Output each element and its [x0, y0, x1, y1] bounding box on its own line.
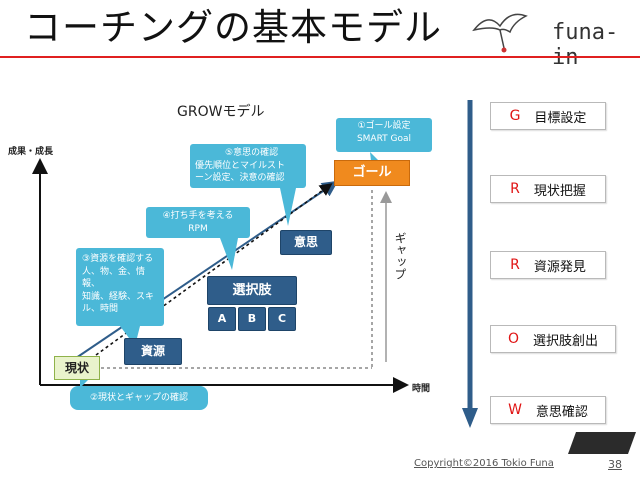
x-axis-label: 時間 [412, 384, 431, 394]
option-b-box: B [238, 307, 266, 331]
step-letter: W [508, 402, 522, 418]
step-resource: R 資源発見 [490, 251, 606, 279]
callout-current-gap: ②現状とギャップの確認 [70, 386, 208, 410]
will-box: 意思 [280, 230, 332, 255]
callout-goal-setting: ①ゴール設定 SMART Goal [336, 118, 432, 152]
step-letter: R [510, 257, 520, 273]
diagram-title: GROWモデル [177, 104, 265, 120]
step-label: 目標設定 [534, 110, 587, 126]
step-goal: G 目標設定 [490, 102, 606, 130]
step-options: O 選択肢創出 [490, 325, 616, 353]
option-c-box: C [268, 307, 296, 331]
header-divider [0, 56, 640, 58]
step-letter: O [507, 331, 519, 347]
bird-logo-icon [472, 13, 528, 53]
step-label: 選択肢創出 [533, 333, 599, 349]
step-label: 現状把握 [533, 183, 586, 199]
step-label: 資源発見 [533, 259, 586, 275]
y-axis-label: 成果・成長 [8, 147, 54, 157]
page-tab [567, 432, 637, 454]
logo [470, 6, 530, 54]
step-reality: R 現状把握 [490, 175, 606, 203]
gap-label: ギャップ [393, 232, 407, 280]
footer-copyright: Copyright©2016 Tokio Funa [414, 458, 554, 469]
step-letter: G [509, 108, 521, 124]
callout-actions: ④打ち手を考える RPM [146, 207, 250, 238]
step-label: 意思確認 [535, 404, 588, 420]
options-box: 選択肢 [207, 276, 297, 305]
callout-will: ⑤意思の確認 優先順位とマイルスト ーン設定、決意の確認 [190, 144, 306, 188]
step-will: W 意思確認 [490, 396, 606, 424]
resource-box: 資源 [124, 338, 182, 365]
page-number: 38 [608, 458, 622, 471]
step-letter: R [510, 181, 520, 197]
current-box: 現状 [54, 356, 100, 380]
option-a-box: A [208, 307, 236, 331]
callout-resources: ③資源を確認する 人、物、金、情報、 知識、経験、スキ ル、時間 [76, 248, 164, 326]
slide-title: コーチングの基本モデル [24, 6, 442, 49]
goal-box: ゴール [334, 160, 410, 186]
